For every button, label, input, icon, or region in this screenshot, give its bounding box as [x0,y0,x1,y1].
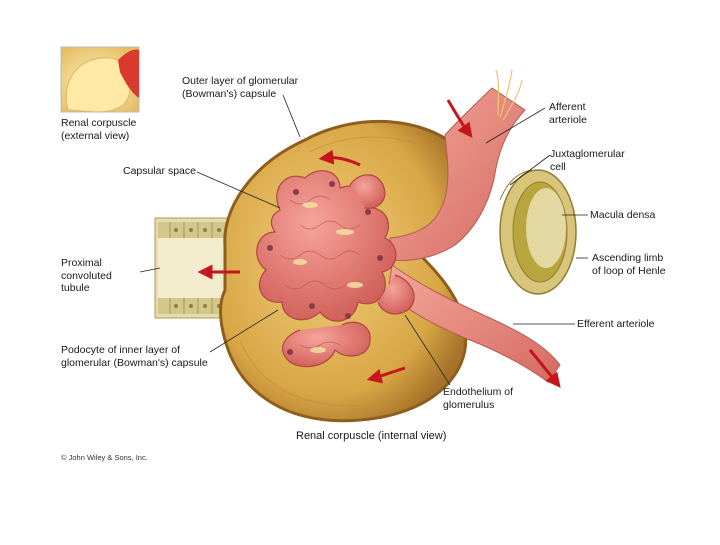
inset-vessels [118,49,139,98]
label-inset-external-view: Renal corpuscle (external view) [61,117,137,142]
inset-external-view [60,46,140,113]
label-efferent-arteriole: Efferent arteriole [577,318,655,330]
afferent-arteriole [389,87,526,261]
flow-arrows [197,99,561,388]
label-podocyte: Podocyte of inner layer of glomerular (B… [61,344,208,369]
label-endothelium: Endothelium of glomerulus [443,386,514,411]
label-proximal-convoluted-tubule: Proximal convoluted tubule [61,257,112,294]
label-ascending-limb: Ascending limb of loop of Henle [592,252,666,277]
glomerulus-highlights [293,202,363,353]
leader-lines [139,94,588,386]
nerve-fibers [495,69,523,121]
glomerulus-texture [279,195,361,349]
label-macula-densa: Macula densa [590,209,656,221]
diagram-caption: Renal corpuscle (internal view) [296,430,447,442]
label-capsular-space: Capsular space [123,165,196,177]
loop-of-henle [499,169,577,295]
podocyte-nuclei [267,181,383,355]
label-juxtaglomerular-cell: Juxtaglomerular cell [550,148,625,173]
label-outer-layer-capsule: Outer layer of glomerular (Bowman's) cap… [182,75,299,100]
copyright-notice: © John Wiley & Sons, Inc. [61,453,148,462]
label-afferent-arteriole: Afferent arteriole [549,101,587,126]
